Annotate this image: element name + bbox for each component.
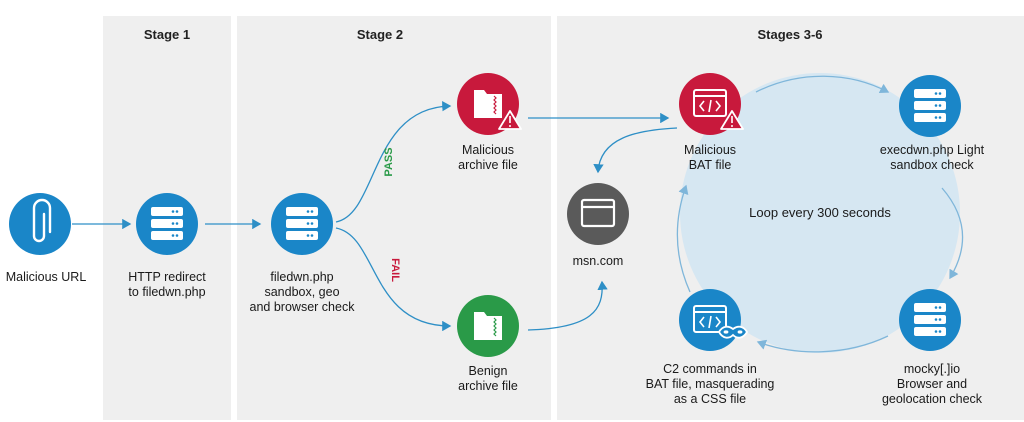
http-redirect-label: HTTP redirect to filedwn.php [128,270,206,299]
server-icon [151,207,183,240]
c2-commands-label: C2 commands in BAT file, masquerading as… [645,362,775,406]
stages-3-6-title: Stages 3-6 [757,27,822,42]
c2-commands-node [679,289,749,351]
fail-label: FAIL [389,258,401,282]
code-window-mask-icon [693,305,749,339]
arrow-benign-to-msn [527,280,608,331]
benign-archive-label: Benign archive file [458,364,518,393]
msn-node [567,183,629,245]
server-icon [286,207,318,240]
malicious-url-node [9,193,71,255]
arrow-pass [335,101,452,223]
server-icon [914,303,946,336]
benign-archive-node [457,295,519,357]
loop-arrow-bat-to-execdwn [755,75,890,93]
malicious-archive-label: Malicious archive file [458,143,518,172]
loop-arrow-c2-to-bat [676,184,691,293]
filedwn-check-label: filedwn.php sandbox, geo and browser che… [249,270,355,314]
execdwn-check-label: execdwn.php Light sandbox check [879,143,985,172]
execdwn-check-node [899,75,961,137]
code-window-warning-icon [693,89,744,130]
loop-arrow-execdwn-to-mocky [941,187,964,280]
paperclip-icon [32,198,52,243]
stage-1-title: Stage 1 [144,27,190,42]
stage-2-title: Stage 2 [357,27,403,42]
archive-warning-icon [474,90,522,130]
malicious-archive-node [457,73,522,135]
malicious-bat-label: Malicious BAT file [683,143,737,172]
loop-label: Loop every 300 seconds [749,205,891,220]
archive-icon [474,312,502,340]
filedwn-check-node [271,193,333,255]
loop-arrows [676,75,964,353]
server-icon [914,89,946,122]
flow-arrows [72,101,678,332]
arrow-fail [335,227,452,332]
msn-label: msn.com [572,254,624,268]
arrow-bat-to-msn [593,127,678,174]
malicious-bat-node [679,73,744,135]
http-redirect-node [136,193,198,255]
pass-label: PASS [383,147,395,176]
loop-arrow-mocky-to-c2 [756,335,889,353]
malicious-url-label: Malicious URL [5,270,87,284]
browser-window-icon [580,198,616,228]
loop-area [680,73,960,353]
mocky-check-label: mocky[.]io Browser and geolocation check [881,362,983,406]
mocky-check-node [899,289,961,351]
